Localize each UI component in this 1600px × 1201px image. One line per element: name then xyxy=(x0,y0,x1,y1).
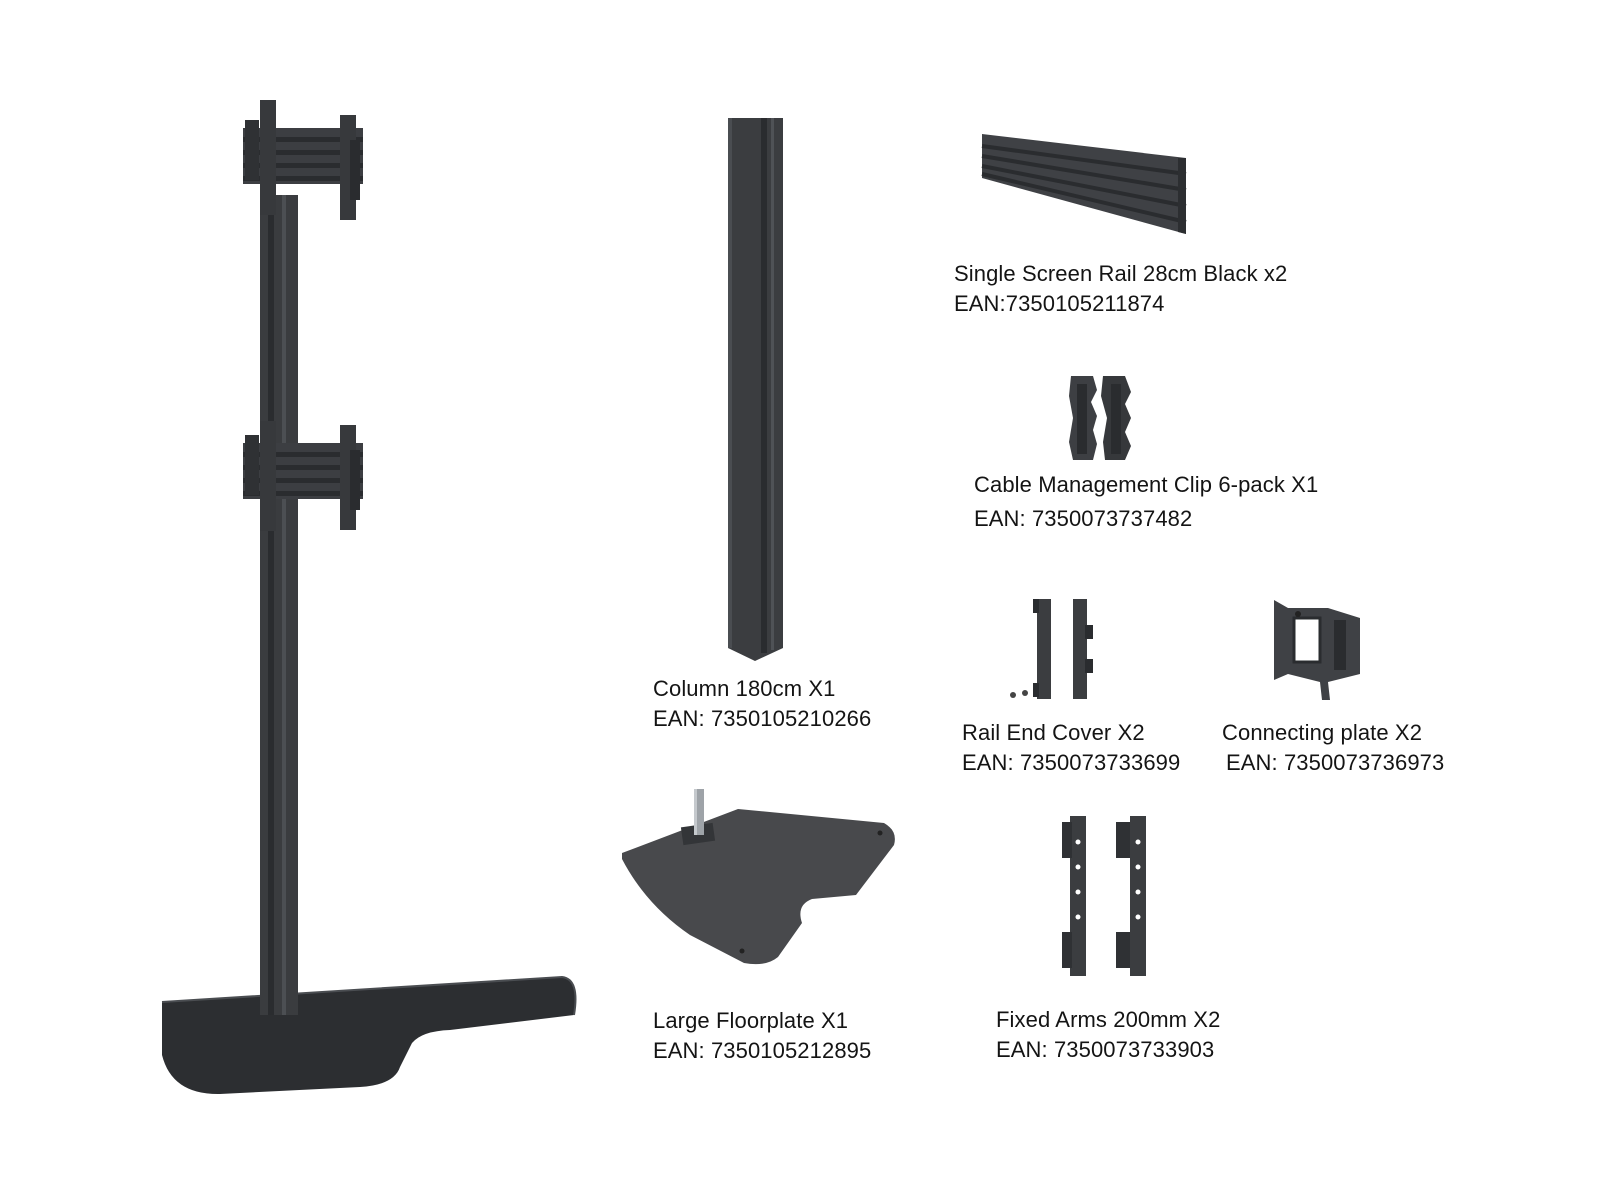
clip-ean: EAN: 7350073737482 xyxy=(974,506,1193,531)
clip-caption: Cable Management Clip 6-pack X1 EAN: 735… xyxy=(974,470,1318,534)
rail-name: Single Screen Rail 28cm Black x2 xyxy=(954,261,1288,286)
connecting-plate-caption: Connecting plate X2 EAN: 7350073736973 xyxy=(1222,718,1444,778)
rail-caption: Single Screen Rail 28cm Black x2 EAN:735… xyxy=(954,259,1287,319)
rail-ean: EAN:7350105211874 xyxy=(954,291,1165,316)
floorplate-name: Large Floorplate X1 xyxy=(653,1008,849,1033)
column-caption: Column 180cm X1 EAN: 7350105210266 xyxy=(653,674,871,734)
column-ean: EAN: 7350105210266 xyxy=(653,706,872,731)
screen-rail-image xyxy=(981,134,1187,234)
floorplate-caption: Large Floorplate X1 EAN: 7350105212895 xyxy=(653,1006,871,1066)
fixed-arms-image xyxy=(1062,816,1146,976)
connecting-plate-ean: EAN: 7350073736973 xyxy=(1226,750,1445,775)
clip-name: Cable Management Clip 6-pack X1 xyxy=(974,472,1319,497)
cable-clip-image xyxy=(1069,376,1131,460)
floorplate-image xyxy=(622,789,895,965)
column-name: Column 180cm X1 xyxy=(653,676,836,701)
fixed-arms-ean: EAN: 7350073733903 xyxy=(996,1037,1215,1062)
assembled-stand-image xyxy=(161,100,577,1095)
column-image xyxy=(728,118,783,661)
end-cover-caption: Rail End Cover X2 EAN: 7350073733699 xyxy=(962,718,1180,778)
end-cover-name: Rail End Cover X2 xyxy=(962,720,1145,745)
fixed-arms-caption: Fixed Arms 200mm X2 EAN: 7350073733903 xyxy=(996,1005,1220,1065)
end-cover-ean: EAN: 7350073733699 xyxy=(962,750,1181,775)
connecting-plate-name: Connecting plate X2 xyxy=(1222,720,1423,745)
connecting-plate-image xyxy=(1274,600,1360,700)
fixed-arms-name: Fixed Arms 200mm X2 xyxy=(996,1007,1221,1032)
floorplate-ean: EAN: 7350105212895 xyxy=(653,1038,872,1063)
rail-end-cover-image xyxy=(1010,599,1093,699)
